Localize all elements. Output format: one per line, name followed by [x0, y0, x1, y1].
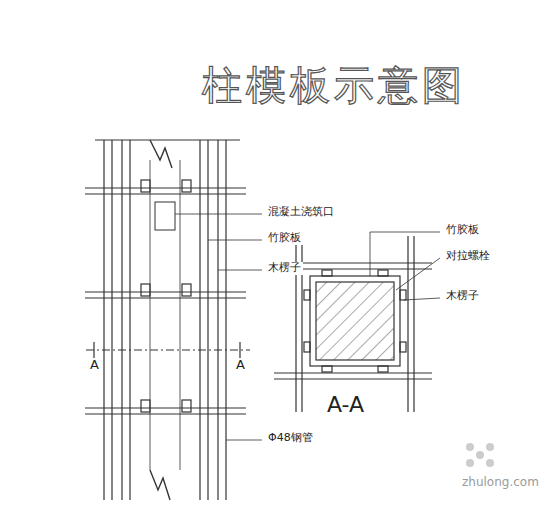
watermark: zhulong.com [460, 476, 541, 490]
watermark-logo [466, 443, 494, 467]
section-title: A-A [325, 392, 366, 417]
column-section [274, 232, 440, 412]
part-label: 木楞子 [266, 262, 303, 275]
part-label: 对拉螺栓 [444, 250, 492, 263]
part-label: 木楞子 [444, 290, 481, 303]
part-label: 混凝土浇筑口 [266, 206, 336, 219]
part-label: 竹胶板 [266, 232, 303, 245]
column-elevation [85, 140, 262, 500]
part-label: Φ48钢管 [266, 432, 315, 445]
section-mark: A [234, 358, 247, 373]
diagram-title: 柱模板示意图 [200, 62, 468, 108]
section-mark: A [88, 358, 101, 373]
part-label: 竹胶板 [444, 224, 481, 237]
